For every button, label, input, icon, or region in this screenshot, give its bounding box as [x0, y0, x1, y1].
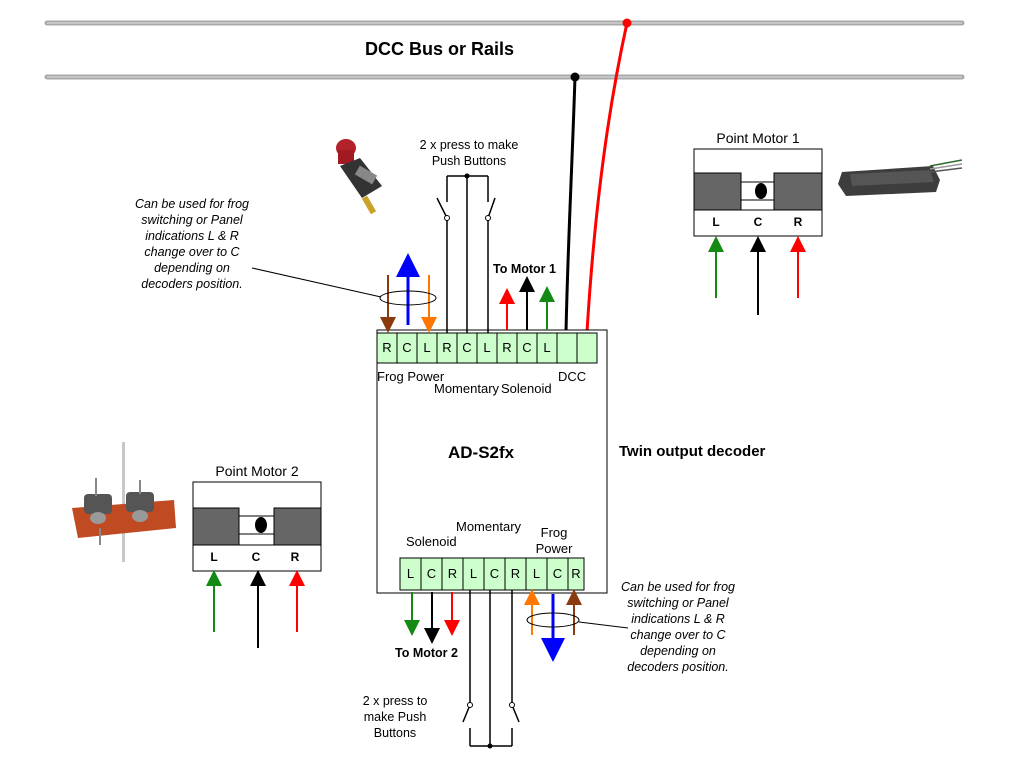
point-motor-1-photo: [838, 159, 963, 196]
pm1-terminal-r: R: [793, 215, 803, 229]
top-label-frog-power: Frog Power: [377, 369, 445, 384]
frog-note-top: Can be used for frog switching or Panel …: [135, 197, 249, 291]
decoder-description: Twin output decoder: [619, 443, 766, 460]
frog-ellipse-top: [379, 290, 437, 306]
bus-label: DCC Bus or Rails: [0, 39, 871, 60]
bottom-terminal-5: R: [510, 566, 521, 581]
top-terminal-8: L: [543, 340, 551, 355]
top-terminal-3: R: [442, 340, 452, 355]
top-push-buttons: [436, 175, 496, 333]
bottom-terminal-1: C: [426, 566, 437, 581]
bottom-label-solenoid: Solenoid: [406, 534, 457, 549]
top-terminal-4: C: [462, 340, 472, 355]
to-motor-2-label: To Motor 2: [395, 646, 458, 660]
top-terminal-0: R: [382, 340, 392, 355]
top-terminal-2: L: [423, 340, 431, 355]
top-label-momentary: Momentary: [434, 381, 500, 396]
point-motor-2-photo: [72, 442, 176, 562]
top-terminal-5: L: [483, 340, 491, 355]
pm2-terminal-c: C: [251, 550, 261, 564]
point-motor-2-title: Point Motor 2: [215, 463, 299, 479]
pm2-terminal-r: R: [290, 550, 300, 564]
top-terminal-1: C: [402, 340, 412, 355]
top-terminal-6: R: [502, 340, 512, 355]
dcc-black-wire: [564, 76, 577, 333]
frog-ellipse-bottom: [526, 612, 580, 628]
top-terminal-strip: [376, 332, 598, 364]
bottom-terminal-4: C: [489, 566, 500, 581]
decoder-name: AD-S2fx: [448, 443, 515, 462]
point-motor-2: [192, 481, 322, 572]
top-label-dcc: DCC: [558, 369, 587, 384]
point-motor-1: [693, 148, 823, 237]
to-motor-1-label: To Motor 1: [493, 262, 556, 276]
bottom-label-momentary: Momentary: [456, 519, 522, 534]
bottom-push-buttons: [462, 590, 520, 747]
bottom-terminal-0: L: [406, 566, 415, 581]
push-buttons-top-label: 2 x press to make Push Buttons: [419, 138, 519, 168]
pm2-terminal-l: L: [210, 550, 218, 564]
bottom-terminal-strip: [399, 557, 585, 591]
pm1-terminal-c: C: [753, 215, 763, 229]
dcc-red-wire: [585, 22, 629, 333]
bottom-terminal-3: L: [469, 566, 478, 581]
bottom-terminal-8: R: [571, 566, 581, 581]
bottom-terminal-6: L: [532, 566, 541, 581]
bottom-terminal-2: R: [447, 566, 458, 581]
bus-label-text: DCC Bus or Rails: [364, 39, 514, 59]
top-label-solenoid: Solenoid: [501, 381, 552, 396]
top-terminal-7: C: [522, 340, 532, 355]
pm1-terminal-l: L: [712, 215, 720, 229]
push-buttons-bottom-label: 2 x press to make Push Buttons: [362, 694, 428, 740]
frog-note-bottom: Can be used for frog switching or Panel …: [621, 580, 735, 674]
push-button-photo: [336, 139, 382, 215]
point-motor-1-title: Point Motor 1: [716, 130, 800, 146]
decoder-body: [376, 329, 608, 594]
bottom-label-frog-power: Frog Power: [535, 525, 573, 556]
bottom-terminal-7: C: [552, 566, 563, 581]
